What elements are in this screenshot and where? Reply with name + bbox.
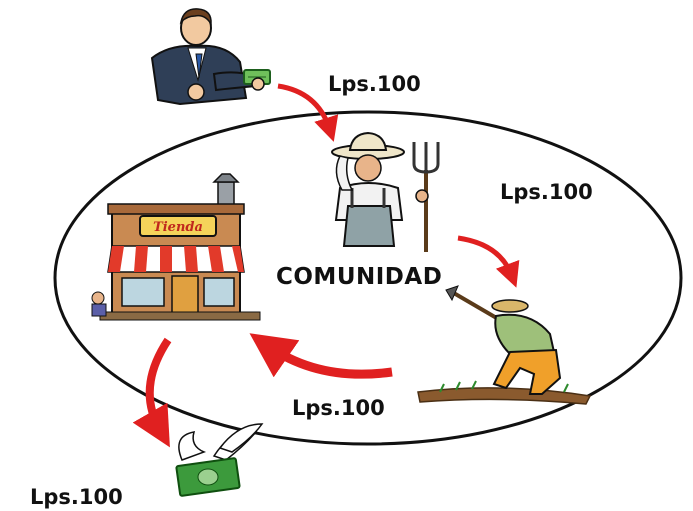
amount-label-right: Lps.100 — [500, 180, 593, 204]
arrow-worker-to-store — [249, 333, 393, 379]
amount-label-top: Lps.100 — [328, 72, 421, 96]
amount-label-bottom-left: Lps.100 — [30, 485, 123, 509]
community-ellipse — [53, 110, 683, 446]
arrow-farmer-to-worker — [457, 235, 520, 288]
store-sign-text: Tienda — [153, 220, 203, 235]
community-label: COMUNIDAD — [276, 264, 443, 290]
arrow-store-to-outside — [132, 337, 172, 448]
farmer-pitchfork-illustration — [331, 131, 440, 252]
arrow-businessman-to-farmer — [277, 83, 339, 142]
businessman-illustration — [150, 8, 258, 106]
store-awning — [107, 245, 245, 273]
amount-label-bottom: Lps.100 — [292, 396, 385, 420]
farmer-hoe-illustration — [417, 285, 592, 405]
cash-in-hand-icon — [243, 69, 271, 91]
store-illustration: Tienda — [91, 173, 261, 321]
flying-money-icon — [175, 423, 264, 497]
